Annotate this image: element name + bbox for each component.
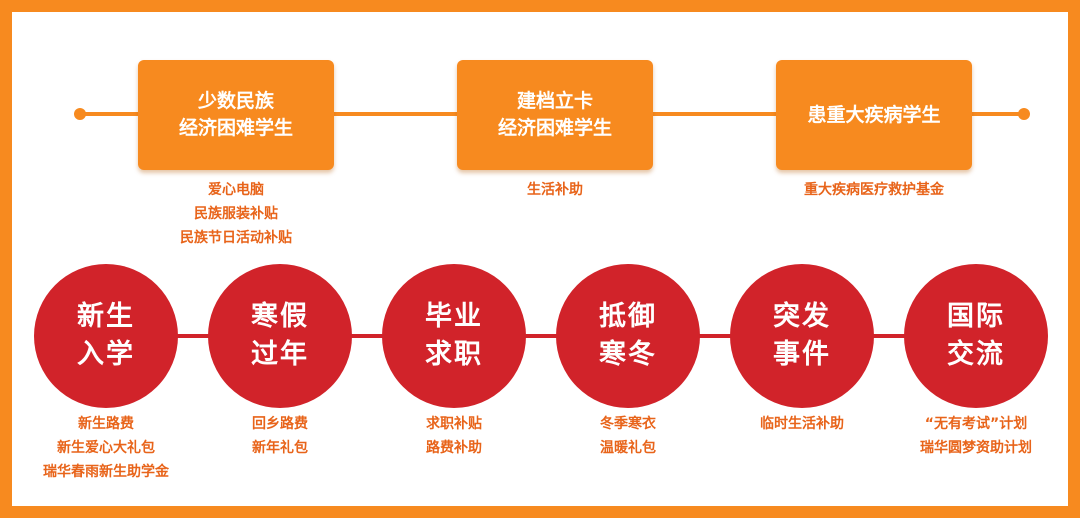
aid-item: 重大疾病医疗救护基金 [804, 182, 944, 198]
category-aid-list-registered-poor: 生活补助 [435, 178, 675, 202]
category-box-line: 经济困难学生 [178, 117, 293, 139]
aid-item: 临时生活补助 [760, 416, 844, 432]
aid-item: 求职补贴 [426, 416, 482, 432]
aid-item: 民族节日活动补贴 [180, 230, 292, 246]
stage-aid-list-winter-cold: 冬季寒衣 温暖礼包 [508, 412, 748, 460]
stage-circle-line: 突发 [773, 301, 831, 332]
category-box-serious-illness: 患重大疾病学生 [776, 60, 972, 170]
stage-circle-line: 抵御 [599, 301, 657, 332]
category-aid-list-serious-illness: 重大疾病医疗救护基金 [754, 178, 994, 202]
stage-aid-list-winter-holiday: 回乡路费 新年礼包 [160, 412, 400, 460]
stage-circle-winter-holiday: 寒假 过年 [208, 264, 352, 408]
category-box-line: 经济困难学生 [497, 117, 612, 139]
category-box-registered-poor: 建档立卡 经济困难学生 [457, 60, 653, 170]
aid-item: 瑞华春雨新生助学金 [43, 464, 169, 480]
top-line-end-dot [1018, 108, 1030, 120]
category-box-line: 少数民族 [197, 90, 274, 112]
stage-circle-line: 新生 [77, 301, 135, 332]
stage-aid-list-international: “无有考试”计划 瑞华圆梦资助计划 [856, 412, 1080, 460]
stage-circle-international: 国际 交流 [904, 264, 1048, 408]
stage-aid-list-new-student: 新生路费 新生爱心大礼包 瑞华春雨新生助学金 [0, 412, 226, 484]
stage-aid-list-emergency: 临时生活补助 [682, 412, 922, 436]
stage-aid-list-graduation: 求职补贴 路费补助 [334, 412, 574, 460]
aid-item: 新生路费 [78, 416, 134, 432]
aid-item: “无有考试”计划 [924, 416, 1028, 432]
aid-item: 民族服装补贴 [194, 206, 278, 222]
aid-item: 冬季寒衣 [600, 416, 656, 432]
aid-item: 爱心电脑 [208, 182, 264, 198]
stage-circle-emergency: 突发 事件 [730, 264, 874, 408]
aid-item: 新生爱心大礼包 [57, 440, 155, 456]
stage-circle-line: 事件 [773, 339, 831, 370]
aid-item: 回乡路费 [252, 416, 308, 432]
stage-circle-line: 求职 [425, 339, 483, 370]
stage-circle-new-student: 新生 入学 [34, 264, 178, 408]
stage-circle-line: 交流 [947, 339, 1005, 370]
top-line-start-dot [74, 108, 86, 120]
stage-circle-line: 寒假 [251, 301, 309, 332]
category-box-ethnic-minority: 少数民族 经济困难学生 [138, 60, 334, 170]
bottom-connector-line [117, 334, 989, 338]
aid-item: 新年礼包 [252, 440, 308, 456]
stage-circle-line: 国际 [947, 301, 1005, 332]
stage-circle-graduation: 毕业 求职 [382, 264, 526, 408]
stage-circle-line: 寒冬 [599, 339, 657, 370]
category-box-line: 患重大疾病学生 [807, 103, 941, 126]
category-aid-list-ethnic-minority: 爱心电脑 民族服装补贴 民族节日活动补贴 [116, 178, 356, 250]
aid-item: 路费补助 [426, 440, 482, 456]
aid-item: 温暖礼包 [600, 440, 656, 456]
stage-circle-line: 毕业 [425, 301, 483, 332]
category-box-line: 建档立卡 [516, 90, 593, 112]
stage-circle-line: 入学 [77, 339, 135, 370]
stage-circle-line: 过年 [251, 339, 309, 370]
aid-item: 生活补助 [527, 182, 583, 198]
stage-circle-winter-cold: 抵御 寒冬 [556, 264, 700, 408]
aid-item: 瑞华圆梦资助计划 [920, 440, 1032, 456]
